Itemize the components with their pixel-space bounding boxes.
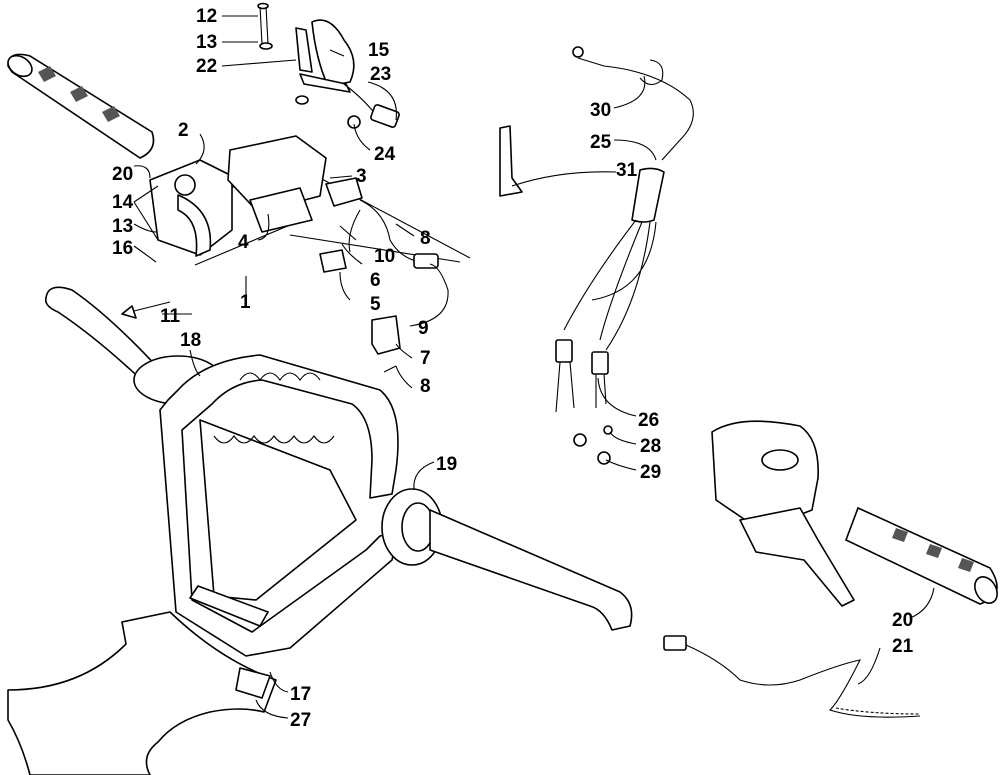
callout-12-top: 12: [196, 6, 217, 27]
callout-24: 24: [374, 144, 396, 165]
right-control-assembly: [663, 420, 998, 718]
callout-6: 6: [370, 270, 381, 291]
throttle-lever-parts: [257, 2, 400, 129]
callout-26: 26: [638, 410, 659, 431]
callout-7: 7: [420, 348, 431, 369]
callout-13-side: 13: [112, 216, 133, 237]
callout-20-right: 20: [892, 610, 913, 631]
callout-17: 17: [290, 684, 311, 705]
callout-11: 11: [160, 306, 181, 327]
callout-4: 4: [238, 232, 249, 253]
callout-labels: 12 13 22 15 23 2 24 3 20 14 13 16 4 8 10…: [112, 6, 914, 731]
callout-22: 22: [196, 56, 217, 77]
callout-8-lower: 8: [420, 376, 431, 397]
callout-9: 9: [418, 318, 429, 339]
leader-lines: [133, 15, 935, 719]
callout-8-upper: 8: [420, 228, 431, 249]
callout-23: 23: [370, 64, 391, 85]
callout-13-top: 13: [196, 32, 217, 53]
callout-1: 1: [240, 292, 251, 313]
wiring-harness: [499, 46, 694, 465]
callout-19: 19: [436, 454, 457, 475]
callout-28: 28: [640, 436, 661, 457]
callout-10: 10: [374, 246, 395, 267]
callout-20-left: 20: [112, 164, 133, 185]
callout-31: 31: [616, 160, 638, 181]
callout-25: 25: [590, 132, 612, 153]
callout-29: 29: [640, 462, 661, 483]
callout-2: 2: [178, 120, 189, 141]
callout-5: 5: [370, 294, 381, 315]
callout-16: 16: [112, 238, 133, 259]
callout-14: 14: [112, 192, 134, 213]
callout-15: 15: [368, 40, 390, 61]
callout-30: 30: [590, 100, 611, 121]
callout-21: 21: [892, 636, 914, 657]
switch-housing-group: [121, 135, 471, 373]
callout-18: 18: [180, 330, 201, 351]
callout-3: 3: [356, 166, 367, 187]
left-handlebar-grip: [7, 53, 155, 159]
callout-27: 27: [290, 710, 311, 731]
handlebar: [44, 286, 633, 657]
